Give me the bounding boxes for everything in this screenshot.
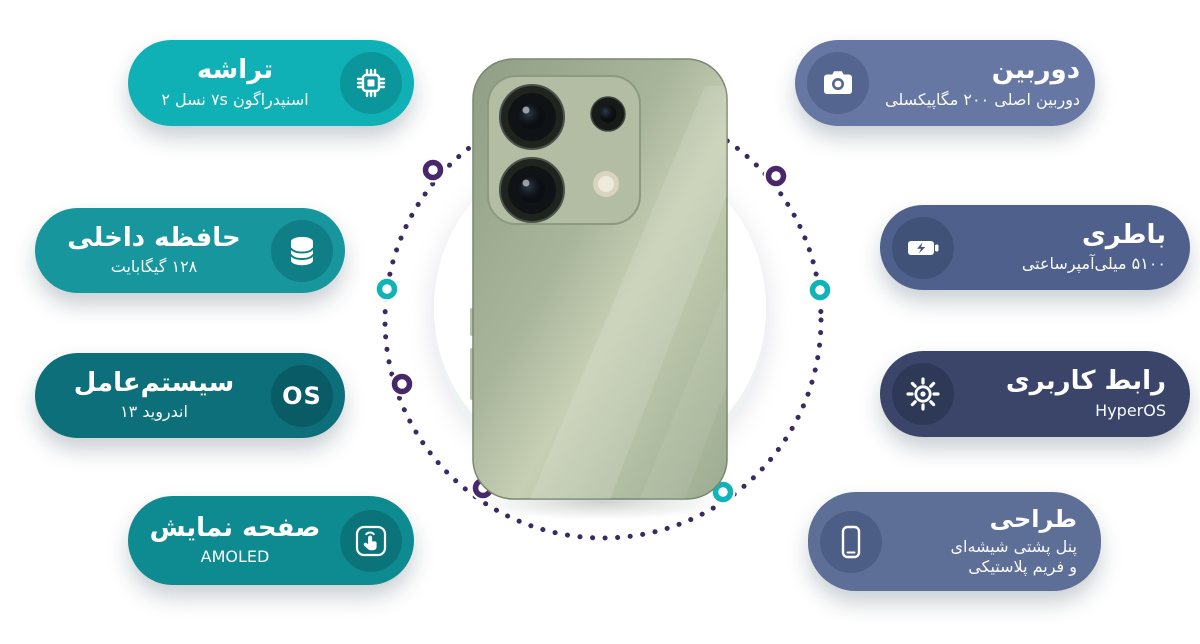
camera-subtitle: دوربین اصلی ۲۰۰ مگاپیکسلی xyxy=(885,89,1081,109)
storage-title: حافظه داخلی xyxy=(67,222,241,253)
ui-subtitle: HyperOS xyxy=(1095,400,1166,420)
battery-card: باطری ۵۱۰۰ میلی‌آمپرساعتی xyxy=(880,205,1190,290)
camera-card: دوربین دوربین اصلی ۲۰۰ مگاپیکسلی xyxy=(795,40,1095,126)
battery-title: باطری xyxy=(1081,219,1166,250)
design-subtitle-line1: پنل پشتی شیشه‌ای xyxy=(950,537,1077,557)
chipset-subtitle: اسنپدراگون ۷s نسل ۲ xyxy=(161,89,309,109)
smartphone-icon xyxy=(820,510,882,573)
database-icon xyxy=(271,219,333,282)
chipset-card: تراشه اسنپدراگون ۷s نسل ۲ xyxy=(128,40,414,126)
camera-module xyxy=(487,75,641,225)
dotted-circle xyxy=(382,99,824,541)
chip-icon xyxy=(340,52,402,114)
marker-ring-purple-top-left xyxy=(420,157,446,183)
storage-subtitle: ۱۲۸ گیگابایت xyxy=(110,257,198,277)
phone-image xyxy=(470,58,728,500)
design-title: طراحی xyxy=(989,504,1077,533)
touch-icon xyxy=(340,509,402,572)
marker-ring-purple-top-right xyxy=(763,163,789,189)
ui-card: رابط کاربری HyperOS xyxy=(880,351,1190,437)
marker-ring-teal-left xyxy=(374,276,400,302)
battery-subtitle: ۵۱۰۰ میلی‌آمپرساعتی xyxy=(1021,254,1166,274)
chipset-title: تراشه xyxy=(196,55,274,86)
battery-icon xyxy=(892,216,954,279)
ui-title: رابط کاربری xyxy=(1005,366,1166,397)
display-subtitle: AMOLED xyxy=(200,547,270,567)
display-title: صفحه نمایش xyxy=(149,512,321,543)
os-badge-icon: OS xyxy=(271,364,333,427)
gear-icon xyxy=(892,363,954,425)
design-card: طراحی پنل پشتی شیشه‌ای و فریم پلاستیکی xyxy=(808,492,1101,591)
display-card: صفحه نمایش AMOLED xyxy=(128,496,414,585)
os-title: سیستم‌عامل xyxy=(73,367,235,398)
os-subtitle: اندروید ۱۳ xyxy=(120,402,188,422)
marker-ring-purple-left-lower xyxy=(389,371,415,397)
storage-card: حافظه داخلی ۱۲۸ گیگابایت xyxy=(35,208,345,293)
os-card: سیستم‌عامل اندروید ۱۳ OS xyxy=(35,353,345,438)
marker-ring-teal-right xyxy=(807,277,833,303)
camera-title: دوربین xyxy=(991,55,1081,86)
design-subtitle-line2: و فریم پلاستیکی xyxy=(968,557,1077,577)
camera-icon xyxy=(807,52,869,114)
